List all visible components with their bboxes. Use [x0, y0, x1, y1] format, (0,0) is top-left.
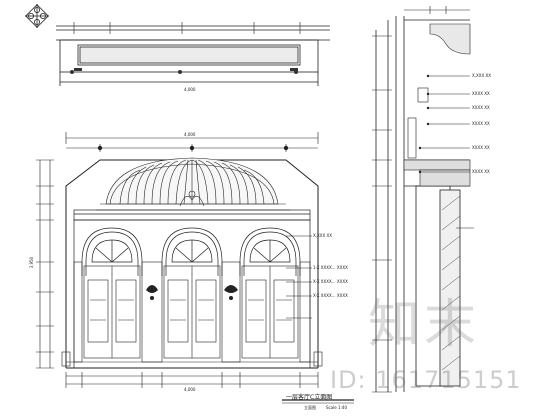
- plan-dimension-label: 4,000: [184, 87, 196, 92]
- drawing-caption: 一层客厅C立面图: [286, 394, 333, 401]
- cornice-band: [73, 209, 311, 221]
- pilaster-ornament-icons: [146, 285, 238, 300]
- base-plinth: [61, 351, 323, 367]
- section-cornice: [403, 159, 471, 187]
- leader-dot-icons: [418, 74, 430, 174]
- callout-leaders-mid: [286, 235, 312, 319]
- ceiling-plan-ticks: [73, 22, 301, 34]
- ceiling-plan-markers: [70, 68, 298, 74]
- callout-mid-2: 1-X XXXX... XXXX: [313, 265, 348, 270]
- callout-right-5: XXXX XX: [472, 145, 490, 150]
- lower-dimension-label: 4,000: [184, 387, 196, 392]
- watermark-id: ID: 161715151: [330, 366, 522, 394]
- drawing-scale: Scale 1:40: [326, 405, 348, 410]
- upper-dimension-label: 4,000: [184, 132, 196, 137]
- callout-right-3: XXXX XX: [472, 105, 490, 110]
- callout-mid-1: X,XXX XX: [313, 233, 332, 238]
- callout-leaders-right: [420, 75, 474, 229]
- callout-right-6: XXXX XX: [472, 169, 490, 174]
- drawing-sub-left: 立面图: [304, 405, 316, 410]
- left-dimension-chain: [36, 159, 54, 369]
- compass-icon: [25, 4, 49, 28]
- title-underline: [282, 399, 354, 404]
- section-small-rects: [407, 87, 429, 159]
- bottom-dimension-chain: [65, 372, 319, 388]
- section-hatch: [441, 195, 461, 371]
- ceiling-plan: [56, 25, 330, 86]
- callout-mid-3: X-X XXXX... XXXX: [313, 279, 348, 284]
- side-dimension-label: 3,950: [29, 256, 35, 269]
- section-dimension-ticks: [372, 6, 470, 393]
- callout-right-2: XXXX XX: [472, 91, 490, 96]
- section-marker-icons: [97, 145, 289, 151]
- door-panels: [83, 265, 299, 359]
- dome: [96, 157, 290, 211]
- callout-right-1: X,XXX XX: [472, 73, 491, 78]
- watermark-logo: 知末: [368, 295, 481, 355]
- callout-mid-4: X-X XXXX... XXXX: [313, 293, 348, 298]
- section-top-moulding: [429, 23, 471, 55]
- dome-ornament: [179, 190, 205, 207]
- callout-right-4: XXXX XX: [472, 121, 490, 126]
